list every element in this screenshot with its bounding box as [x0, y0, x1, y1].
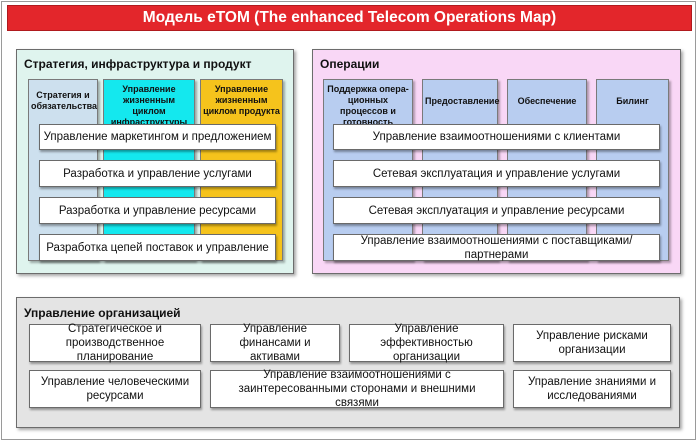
column-label: Стратегия и обязательства	[31, 90, 98, 111]
column-label: Билинг	[616, 96, 649, 106]
strategy-row-supply-chain: Разработка цепей поставок и управление	[39, 234, 276, 261]
column-label: Управление жизненным циклом инфраструкту…	[110, 84, 188, 127]
column-label: Обеспечение	[517, 96, 577, 106]
enterprise-box-knowledge: Управление знаниями и исследованиями	[513, 370, 671, 408]
strategy-row-marketing: Управление маркетингом и предложением	[39, 124, 276, 150]
enterprise-box-finance-assets: Управление финансами и активами	[210, 323, 340, 363]
column-label: Предоставление	[425, 96, 500, 106]
enterprise-box-effectiveness: Управление эффективностью организации	[349, 323, 504, 363]
operations-panel-title: Операции	[320, 57, 380, 71]
strategy-panel-title: Стратегия, инфраструктура и продукт	[24, 57, 252, 71]
enterprise-panel-title: Управление организацией	[24, 306, 181, 320]
column-label: Управление жизненным циклом продукта	[203, 84, 280, 116]
operations-row-supplier-partner: Управление взаимоотношениями с поставщик…	[333, 234, 660, 261]
enterprise-box-risk: Управление рисками организации	[513, 324, 671, 362]
diagram-title: Модель eTOM (The enhanced Telecom Operat…	[7, 5, 692, 31]
operations-row-crm: Управление взаимоотношениями с клиентами	[333, 124, 660, 150]
column-label: Поддержка опера-ционных процессов и гото…	[327, 84, 409, 127]
strategy-row-resources: Разработка и управление ресурсами	[39, 197, 276, 224]
enterprise-box-human-resources: Управление человеческими ресурсами	[29, 370, 201, 408]
enterprise-box-stakeholders: Управление взаимоотношениями с заинтерес…	[210, 369, 504, 409]
strategy-row-services: Разработка и управление услугами	[39, 160, 276, 187]
operations-row-resource-management: Сетевая эксплуатация и управление ресурс…	[333, 197, 660, 224]
operations-row-service-management: Сетевая эксплуатация и управление услуга…	[333, 160, 660, 187]
enterprise-box-strategic-planning: Стратегическое и производственное планир…	[29, 323, 201, 363]
